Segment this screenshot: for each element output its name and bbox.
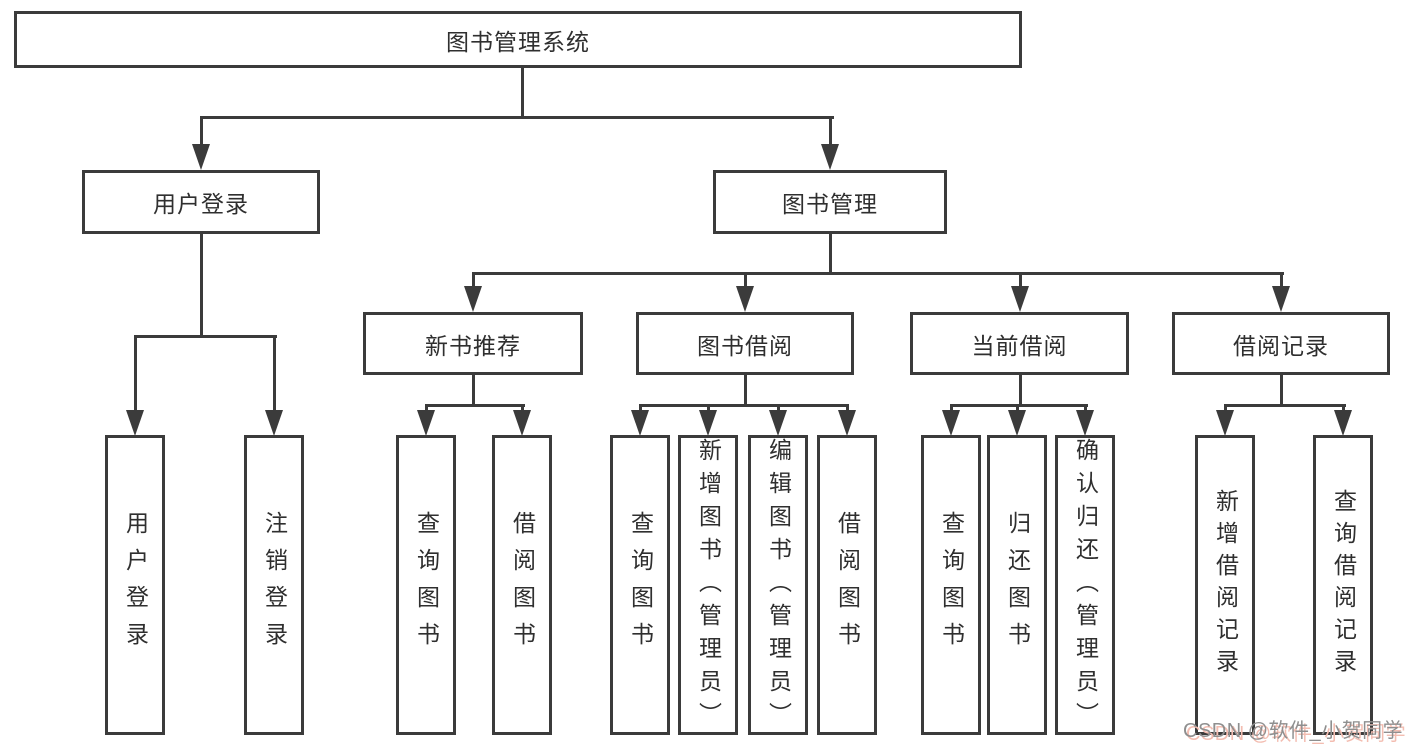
node-user-login: 用户登录 (82, 170, 320, 234)
arrowhead-down-icon (631, 410, 649, 436)
edge-line (743, 373, 747, 406)
edge-line (1018, 373, 1022, 406)
edge-line (471, 271, 1284, 275)
leaf-return-book: 归还图书 (987, 435, 1047, 735)
leaf-user-login: 用户登录 (105, 435, 165, 735)
edge-line (520, 66, 524, 118)
arrowhead-down-icon (769, 410, 787, 436)
edge-line (706, 403, 710, 416)
edge-line (424, 403, 525, 407)
edge-line (845, 403, 849, 416)
edge-line (828, 232, 832, 274)
arrowhead-down-icon (736, 286, 754, 312)
arrowhead-down-icon (1011, 286, 1029, 312)
edge-line (424, 403, 428, 416)
leaf-query-books-current: 查询图书 (921, 435, 981, 735)
arrowhead-down-icon (1272, 286, 1290, 312)
arrowhead-down-icon (942, 410, 960, 436)
edge-line (1015, 403, 1019, 416)
arrowhead-down-icon (1216, 410, 1234, 436)
edge-line (949, 403, 1088, 407)
edge-line (199, 232, 203, 337)
leaf-borrow-books-borrowing: 借阅图书 (817, 435, 877, 735)
edge-line (133, 334, 137, 413)
leaf-logout: 注销登录 (244, 435, 304, 735)
edge-line (520, 403, 524, 416)
leaf-add-book-admin: 新增图书（管理员） (678, 435, 738, 735)
edge-line (1223, 403, 1346, 407)
leaf-add-borrow-record: 新增借阅记录 (1195, 435, 1255, 735)
edge-line (1223, 403, 1227, 416)
arrowhead-down-icon (699, 410, 717, 436)
leaf-confirm-return-admin: 确认归还（管理员） (1055, 435, 1115, 735)
edge-line (133, 334, 277, 338)
leaf-query-books-recommend: 查询图书 (396, 435, 456, 735)
edge-line (199, 115, 203, 148)
node-current-borrowing: 当前借阅 (910, 312, 1129, 375)
leaf-query-books-borrowing: 查询图书 (610, 435, 670, 735)
edge-line (743, 271, 747, 290)
edge-line (1279, 373, 1283, 406)
edge-line (949, 403, 953, 416)
edge-line (1279, 271, 1283, 290)
arrowhead-down-icon (821, 144, 839, 170)
arrowhead-down-icon (1008, 410, 1026, 436)
edge-line (1018, 271, 1022, 290)
leaf-borrow-books-recommend: 借阅图书 (492, 435, 552, 735)
node-book-management: 图书管理 (713, 170, 947, 234)
leaf-query-borrow-record: 查询借阅记录 (1313, 435, 1373, 735)
arrowhead-down-icon (464, 286, 482, 312)
leaf-edit-book-admin: 编辑图书（管理员） (748, 435, 808, 735)
edge-line (1341, 403, 1345, 416)
edge-line (272, 334, 276, 413)
arrowhead-down-icon (513, 410, 531, 436)
arrowhead-down-icon (1076, 410, 1094, 436)
arrowhead-down-icon (1334, 410, 1352, 436)
node-library-system: 图书管理系统 (14, 11, 1022, 68)
node-new-book-recommend: 新书推荐 (363, 312, 583, 375)
edge-line (471, 373, 475, 406)
edge-line (471, 271, 475, 290)
edge-line (1083, 403, 1087, 416)
edge-line (638, 403, 849, 407)
node-borrow-records: 借阅记录 (1172, 312, 1390, 375)
edge-line (638, 403, 642, 416)
node-book-borrowing: 图书借阅 (636, 312, 854, 375)
watermark: CSDN @软件_小贺同学 (1183, 720, 1404, 742)
edge-line (199, 115, 834, 119)
edge-line (828, 115, 832, 148)
edge-line (776, 403, 780, 416)
arrowhead-down-icon (265, 410, 283, 436)
arrowhead-down-icon (838, 410, 856, 436)
arrowhead-down-icon (417, 410, 435, 436)
arrowhead-down-icon (192, 144, 210, 170)
arrowhead-down-icon (126, 410, 144, 436)
